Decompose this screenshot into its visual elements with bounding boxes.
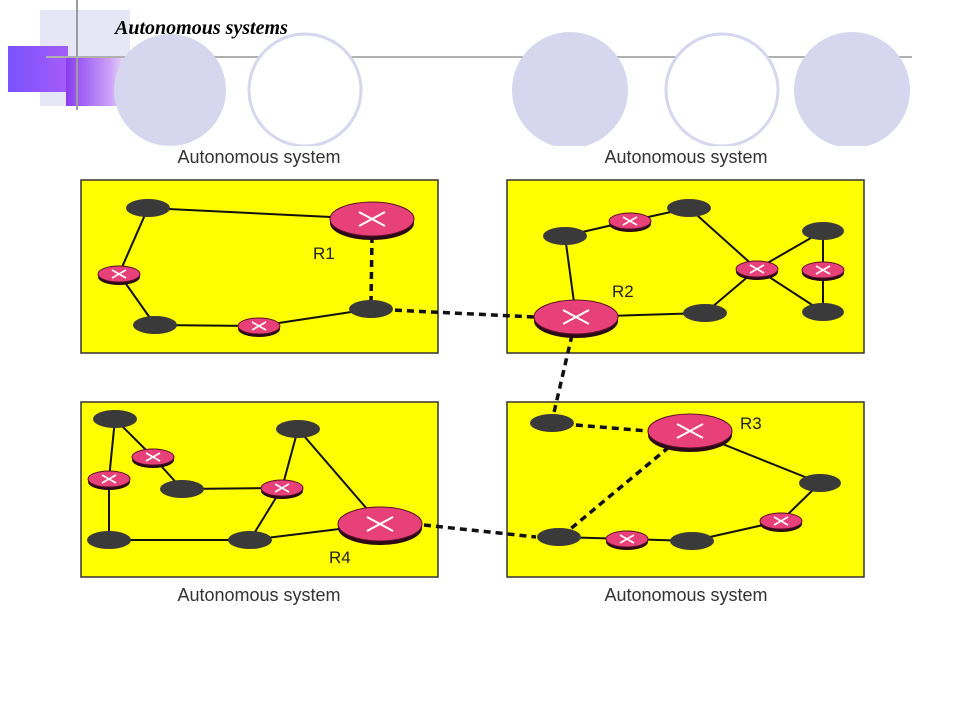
link [688,207,758,270]
host-node-icon [87,531,131,549]
router-x-icon [608,212,652,233]
host-node-icon [670,532,714,550]
host-node-icon [683,304,727,322]
router-x-icon [605,530,649,551]
host-node-icon [543,227,587,245]
host-node-icon [126,199,170,217]
router-r1-icon [329,201,415,241]
host-node-icon [530,414,574,432]
host-node-icon [160,480,204,498]
decor-circles [114,32,910,146]
host-node-icon [802,222,844,240]
as-label-bottom-right: Autonomous system [604,585,767,605]
router-x-icon [237,317,281,338]
host-node-icon [93,410,137,428]
slide-title: Autonomous systems [115,17,288,39]
router-label-r3: R3 [740,414,762,433]
router-x-icon [759,512,803,533]
host-node-icon [799,474,841,492]
as-box-bottom-left [80,401,439,578]
router-r4-icon [337,506,423,546]
router-x-icon [801,261,845,282]
router-r3-icon [647,413,733,453]
host-node-icon [667,199,711,217]
link [118,207,149,275]
decor-purple-square [8,46,68,92]
decor-circle [512,32,628,146]
router-x-icon [97,265,141,286]
as-label-top-left: Autonomous system [177,147,340,167]
router-label-r2: R2 [612,282,634,301]
link [108,418,116,480]
gateway-link-r2-as3 [550,334,574,422]
decor-circle [114,34,226,146]
host-node-icon [276,420,320,438]
router-x-icon [131,448,175,469]
decor-circle [247,32,363,146]
router-label-r1: R1 [313,244,335,263]
hosts [87,199,844,550]
gateway-link-r4-as3 [423,523,537,539]
as-label-top-right: Autonomous system [604,147,767,167]
host-node-icon [537,528,581,546]
host-node-icon [133,316,177,334]
gateway-link-as1-r2 [370,307,535,319]
decor-circle [664,32,780,146]
router-x-icon [260,479,304,500]
router-label-r4: R4 [329,548,351,567]
link [281,428,299,489]
as-label-bottom-left: Autonomous system [177,585,340,605]
decor-horizontal-line [46,56,912,58]
router-r2-icon [533,299,619,339]
host-node-icon [349,300,393,318]
decor-circle [794,32,910,146]
host-node-icon [802,303,844,321]
host-node-icon [228,531,272,549]
decor-vertical-line [76,0,78,110]
router-x-icon [87,470,131,491]
router-x-icon [735,260,779,281]
